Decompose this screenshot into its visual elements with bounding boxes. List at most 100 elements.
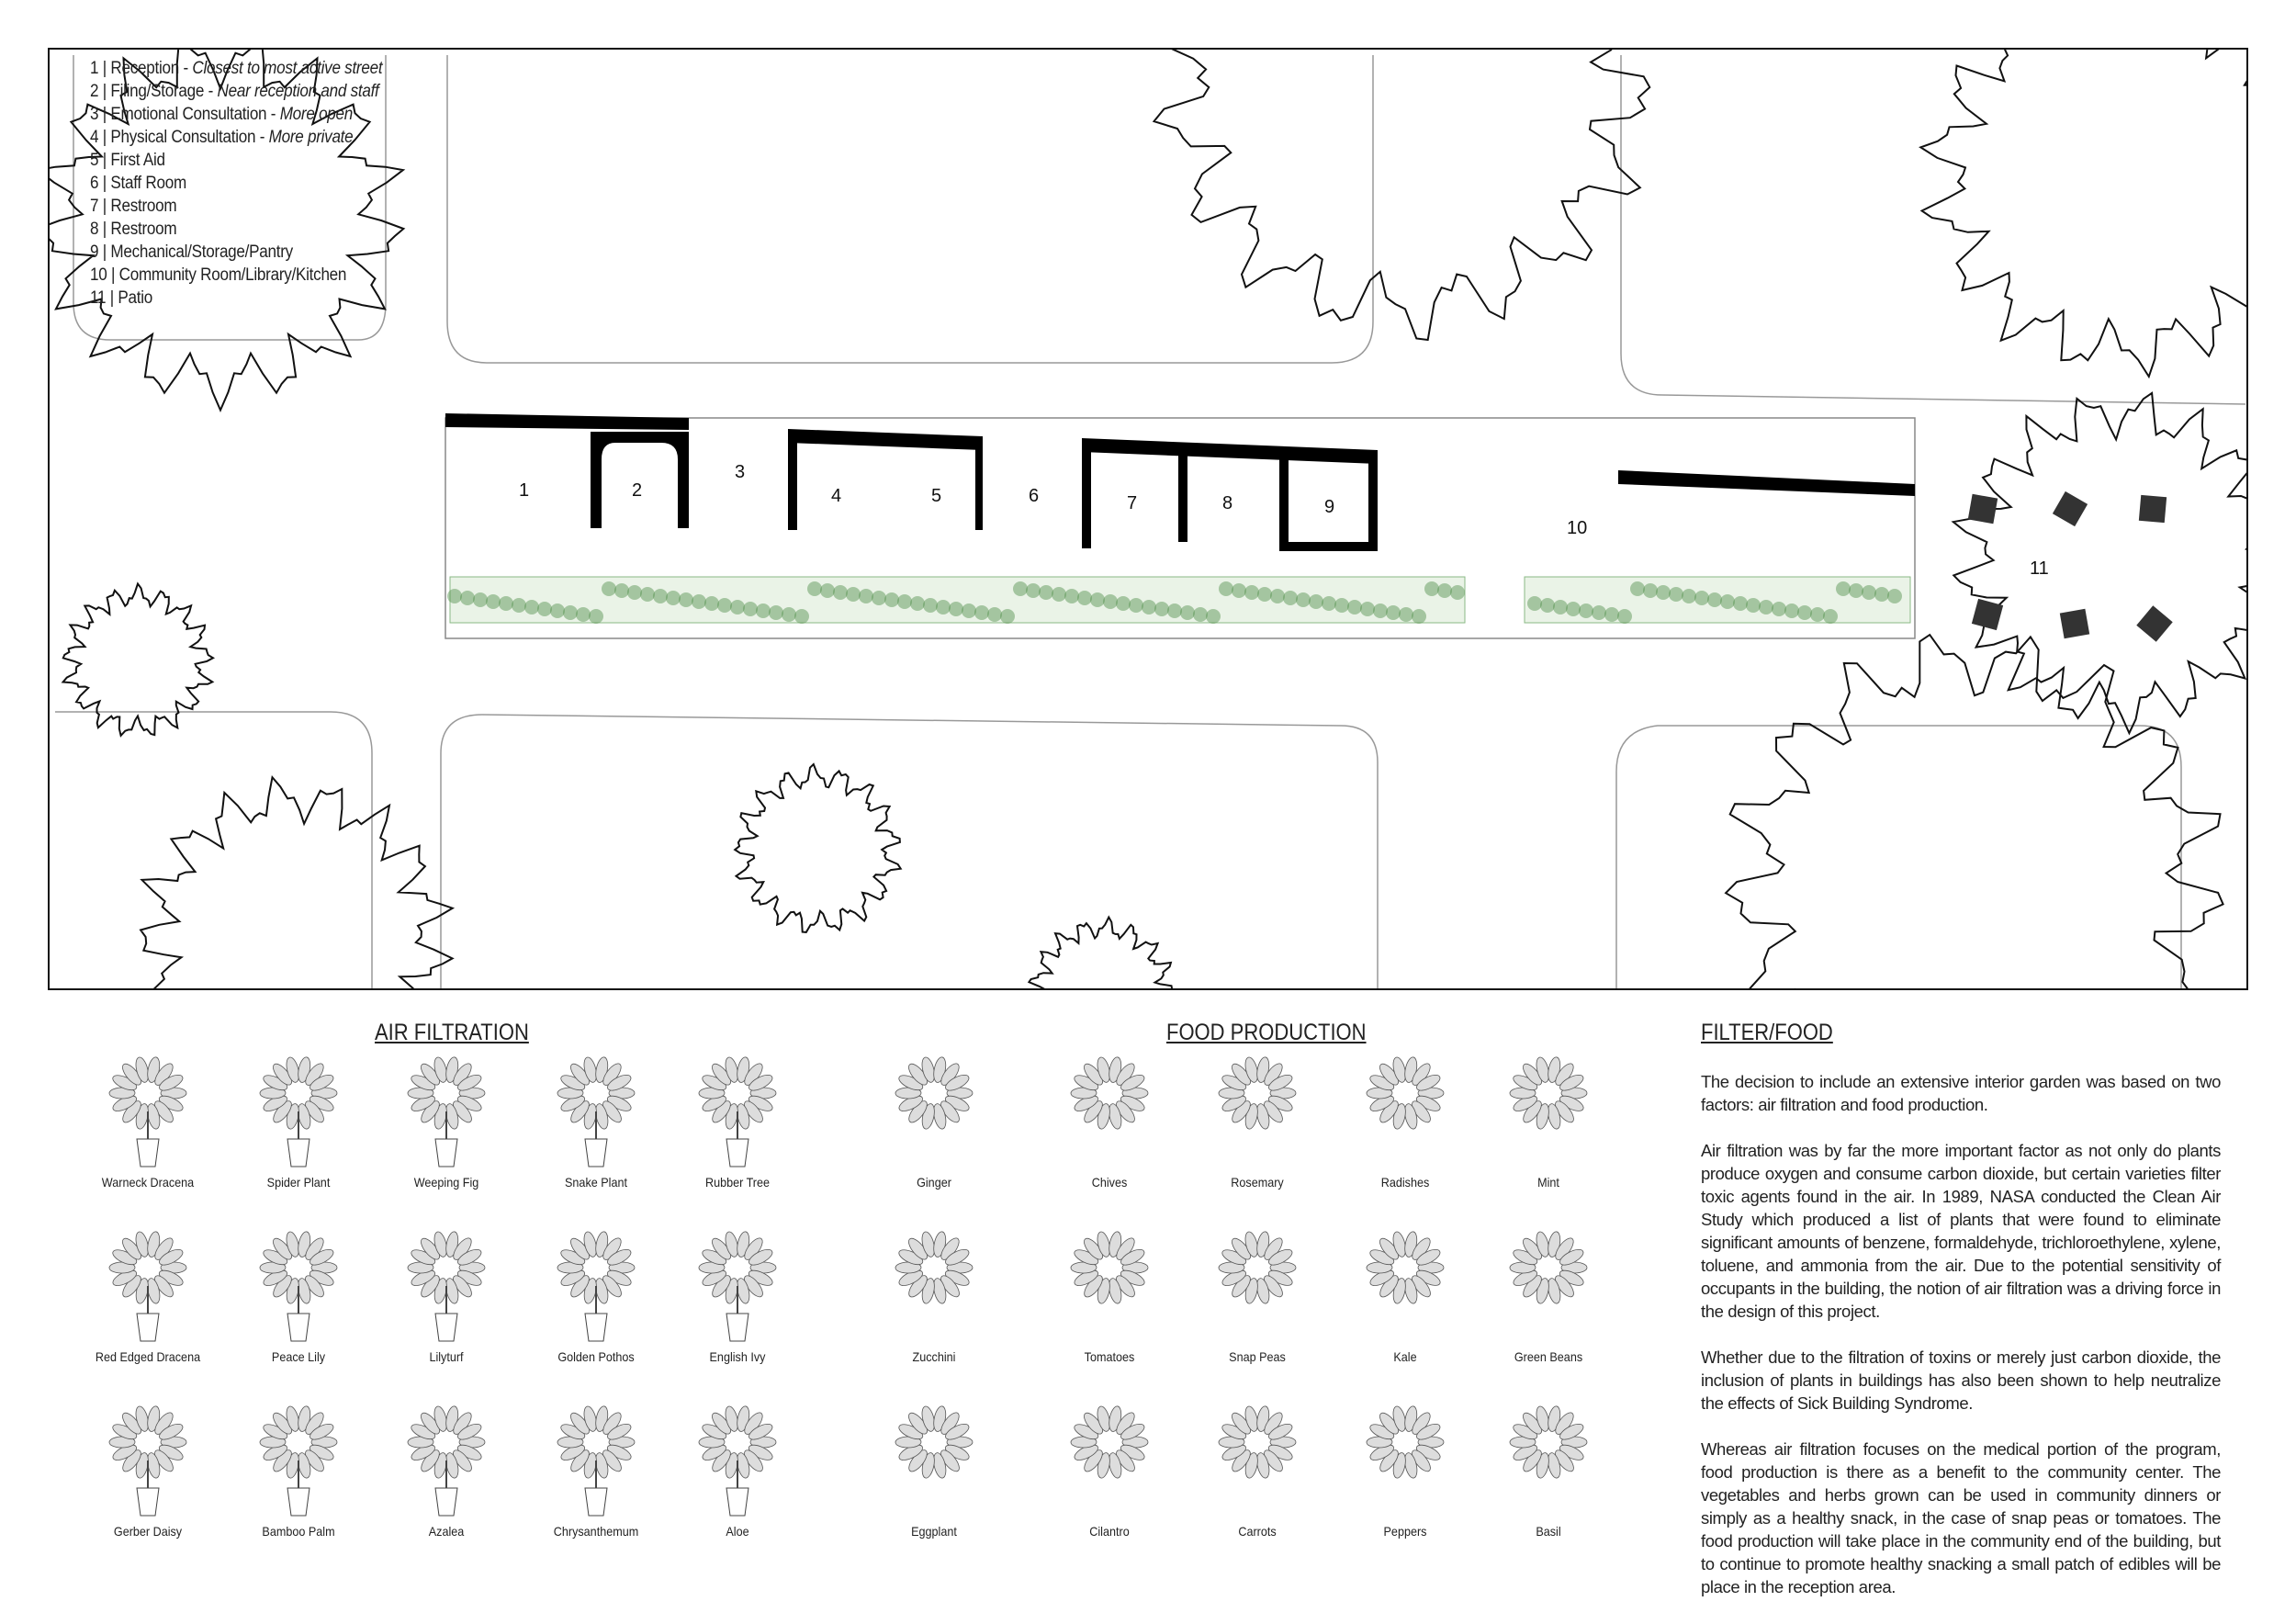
plant-illustration-icon	[698, 1405, 777, 1517]
garden-plant	[1296, 592, 1311, 607]
garden-plant	[1553, 600, 1568, 615]
garden-plant	[1206, 609, 1221, 624]
plant-illustration-icon	[1509, 1056, 1588, 1130]
garden-plant	[756, 603, 771, 618]
garden-plant	[782, 607, 796, 622]
garden-plant	[1373, 603, 1388, 618]
garden-plant	[1013, 581, 1028, 596]
room-number: 5	[931, 486, 941, 506]
garden-plant	[1759, 600, 1773, 615]
plant-label: Spider Plant	[266, 1175, 331, 1190]
plant-label: Snake Plant	[565, 1175, 627, 1190]
plant-item: Red Edged Dracena	[74, 1203, 221, 1364]
plant-illustration-icon	[557, 1405, 636, 1517]
garden-plant	[627, 585, 642, 600]
garden-plant	[1386, 605, 1401, 620]
garden-plant	[769, 605, 783, 620]
legend-label: 2	[90, 82, 99, 101]
garden-plant	[1630, 581, 1645, 596]
plant-illustration-icon	[1218, 1056, 1297, 1130]
legend-label: 8	[90, 220, 99, 239]
garden-plant	[1103, 594, 1118, 609]
garden-plant	[666, 591, 681, 605]
room-legend: 1 | Reception - Closest to most active s…	[90, 57, 383, 310]
legend-item: 3 | Emotional Consultation - More open	[90, 105, 354, 124]
garden-plant	[717, 598, 732, 613]
plant-illustration-icon	[557, 1056, 636, 1167]
room-number: 7	[1127, 493, 1137, 513]
plant-item: Warneck Dracena	[74, 1029, 221, 1190]
garden-plant	[679, 592, 693, 607]
garden-plant	[1437, 583, 1452, 598]
garden-plant	[1270, 589, 1285, 603]
legend-room: Mechanical/Storage/Pantry	[110, 242, 293, 262]
filter-food-text: The decision to include an extensive int…	[1701, 1070, 2221, 1621]
garden-plant	[1566, 602, 1581, 616]
garden-plant	[1193, 607, 1208, 622]
garden-plant	[846, 587, 861, 602]
garden-plant	[1399, 607, 1413, 622]
room-number: 10	[1567, 518, 1587, 538]
garden-plant	[704, 596, 719, 611]
legend-room: Reception	[110, 59, 179, 78]
plant-illustration-icon	[259, 1231, 338, 1342]
garden-plant	[897, 594, 912, 609]
legend-note: Near reception and staff	[217, 82, 379, 101]
legend-item: 8 | Restroom	[90, 220, 177, 239]
plant-label: Green Beans	[1514, 1349, 1583, 1364]
garden-plant	[1579, 603, 1593, 618]
garden-plant	[884, 592, 899, 607]
plant-item: Snake Plant	[523, 1029, 670, 1190]
garden-plant	[1064, 589, 1079, 603]
plant-illustration-icon	[108, 1405, 187, 1517]
garden-plant	[563, 605, 578, 620]
legend-label: 10	[90, 265, 107, 285]
legend-item: 9 | Mechanical/Storage/Pantry	[90, 242, 293, 262]
garden-plant	[537, 602, 552, 616]
plant-illustration-icon	[259, 1405, 338, 1517]
plant-label: Warneck Dracena	[101, 1175, 195, 1190]
legend-label: 11	[90, 288, 107, 308]
plant-label: Eggplant	[911, 1524, 957, 1539]
plant-illustration-icon	[1366, 1231, 1445, 1304]
tree-canopy	[735, 764, 901, 932]
garden-plant	[1784, 603, 1799, 618]
garden-plant	[1142, 600, 1156, 615]
room-number: 11	[2030, 558, 2049, 579]
plant-item: Aloe	[664, 1378, 811, 1539]
garden-plant	[1540, 598, 1555, 613]
tree-canopy	[1154, 0, 1650, 340]
garden-plant	[473, 592, 488, 607]
paragraph: Whereas air filtration focuses on the me…	[1701, 1439, 2221, 1596]
legend-item: 6 | Staff Room	[90, 174, 186, 193]
garden-plant	[1129, 598, 1143, 613]
garden-plant	[589, 609, 603, 624]
paragraph: The decision to include an extensive int…	[1701, 1072, 2221, 1114]
plant-item: Rubber Tree	[664, 1029, 811, 1190]
plant-label: Ginger	[917, 1175, 951, 1190]
plant-item: Zucchini	[861, 1203, 1007, 1364]
garden-plant	[602, 581, 616, 596]
garden-plant	[910, 596, 925, 611]
plant-label: Gerber Daisy	[113, 1524, 183, 1539]
legend-note: Closest to most active street	[192, 59, 383, 78]
plant-label: Lilyturf	[429, 1349, 464, 1364]
plant-item: Mint	[1475, 1029, 1622, 1190]
plant-item: Golden Pothos	[523, 1203, 670, 1364]
plant-illustration-icon	[895, 1405, 974, 1479]
room-number: 8	[1222, 493, 1232, 513]
plant-item: Rosemary	[1184, 1029, 1331, 1190]
paragraph: Whether due to the filtration of toxins …	[1701, 1348, 2221, 1413]
legend-note: More open	[279, 105, 354, 124]
plant-label: Peace Lily	[271, 1349, 326, 1364]
plant-illustration-icon	[108, 1056, 187, 1167]
garden-plant	[1797, 605, 1812, 620]
plant-item: Carrots	[1184, 1378, 1331, 1539]
garden-plant	[1360, 602, 1375, 616]
filter-food-heading: FILTER/FOOD	[1701, 1020, 1833, 1045]
paragraph: Air filtration was by far the more impor…	[1701, 1141, 2221, 1321]
garden-plant	[1746, 598, 1761, 613]
garden-plant	[550, 603, 565, 618]
garden-plant	[1244, 585, 1259, 600]
garden-plant	[1707, 592, 1722, 607]
